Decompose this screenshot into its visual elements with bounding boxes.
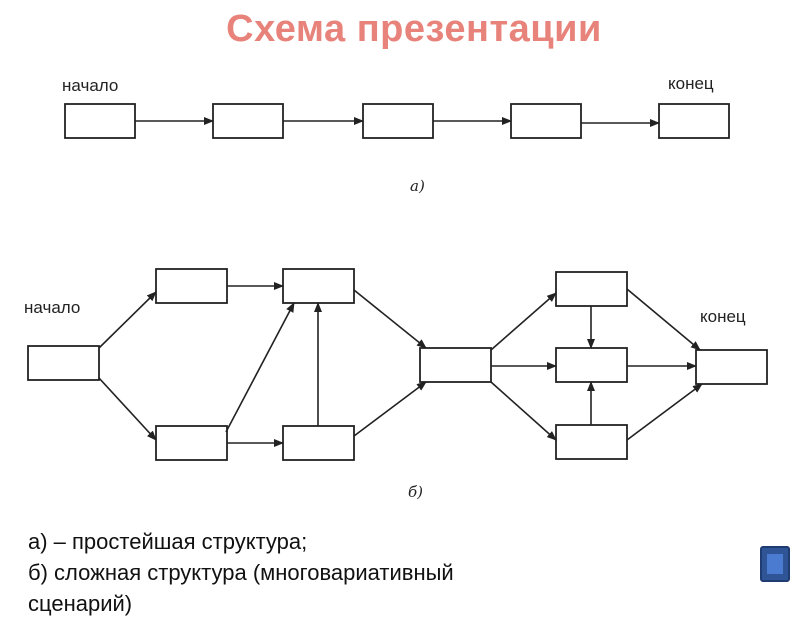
- slide-title: Схема презентации: [226, 8, 602, 50]
- diagram-a-start-label: начало: [62, 76, 118, 95]
- diagram-a: начало конец а): [62, 74, 730, 195]
- diagram-b-edge: [490, 381, 557, 441]
- diagram-b-start-label: начало: [24, 298, 80, 317]
- diagram-b-edge: [353, 289, 427, 349]
- diagram-b-edge: [626, 288, 701, 351]
- diagram-a-node-1: [64, 103, 136, 139]
- diagram-a-caption: а): [410, 177, 425, 195]
- diagram-b-node-top-1: [155, 268, 228, 304]
- slide-nav-button[interactable]: [760, 546, 790, 582]
- diagram-b-start-node: [27, 345, 100, 381]
- legend-line-3: сценарий): [28, 591, 133, 616]
- diagram-a-node-2: [212, 103, 284, 139]
- presentation-diagram: начало конец а) начало конец: [24, 74, 768, 501]
- legend: а) – простейшая структура; б) сложная ст…: [28, 526, 454, 619]
- diagram-b-node-bottom-1: [155, 425, 228, 461]
- diagram-b-edge: [225, 302, 295, 433]
- nav-icon: [767, 554, 783, 574]
- diagram-b-node-bottom-2: [282, 425, 355, 461]
- legend-line-2: б) сложная структура (многовариативный: [28, 560, 454, 585]
- diagram-b: начало конец б: [24, 268, 768, 501]
- diagram-b-end-node: [695, 349, 768, 385]
- diagram-b-edge: [490, 292, 557, 351]
- diagram-a-node-5: [658, 103, 730, 139]
- diagram-b-node-right-top: [555, 271, 628, 307]
- diagram-b-node-top-2: [282, 268, 355, 304]
- diagram-b-node-right-middle: [555, 347, 628, 383]
- diagram-b-caption: б): [408, 483, 423, 501]
- diagram-a-end-label: конец: [668, 74, 714, 93]
- legend-line-1: а) – простейшая структура;: [28, 529, 308, 554]
- diagram-b-edge: [626, 383, 703, 441]
- diagram-b-edge: [98, 291, 157, 349]
- diagram-b-node-right-bottom: [555, 424, 628, 460]
- diagram-b-end-label: конец: [700, 307, 746, 326]
- diagram-a-node-4: [510, 103, 582, 139]
- diagram-b-node-middle: [419, 347, 492, 383]
- diagram-b-edge: [353, 381, 427, 437]
- diagram-a-node-3: [362, 103, 434, 139]
- diagram-b-edge: [98, 377, 157, 441]
